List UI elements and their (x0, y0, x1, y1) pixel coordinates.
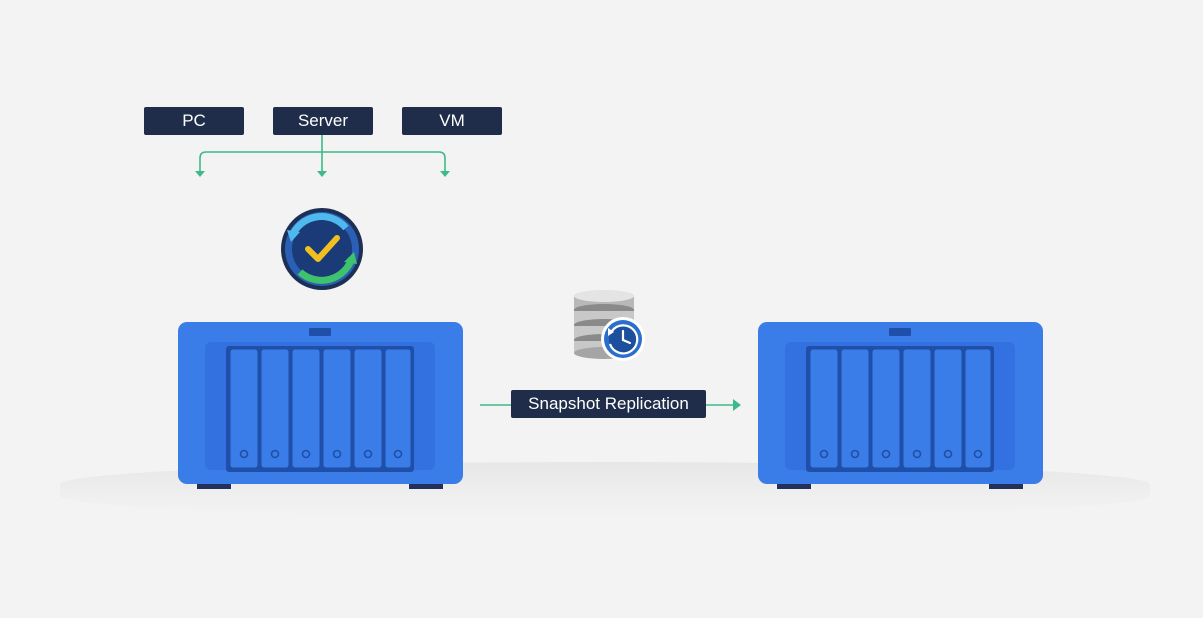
replication-arrow-head (733, 399, 741, 411)
arrow-to-server (317, 171, 327, 177)
source-connector (199, 134, 446, 171)
source-connector-lines (199, 134, 446, 171)
source-label-vm: VM (402, 107, 502, 135)
arrow-to-pc (195, 171, 205, 177)
source-label-server: Server (273, 107, 373, 135)
replication-label: Snapshot Replication (511, 390, 706, 418)
source-label-pc: PC (144, 107, 244, 135)
arrow-to-vm (440, 171, 450, 177)
